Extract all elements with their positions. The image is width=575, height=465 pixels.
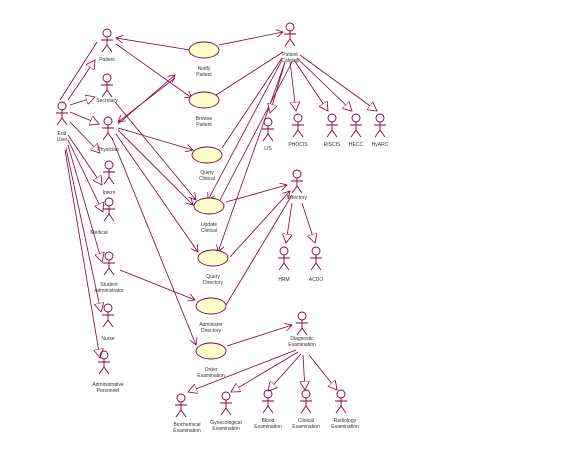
svg-text:HyARC: HyARC <box>372 142 389 148</box>
svg-text:PHOCIS: PHOCIS <box>288 142 308 148</box>
actor-physician[interactable]: Physician <box>97 116 119 153</box>
actor-acdo[interactable]: ACDO <box>309 246 324 283</box>
actor-nurse[interactable]: Nurse <box>101 303 115 342</box>
actor-directory[interactable]: Directory <box>287 169 308 201</box>
svg-text:Medical: Medical <box>90 230 107 236</box>
svg-text:Nurse: Nurse <box>101 336 115 342</box>
actor-patient[interactable]: Patient <box>99 28 115 63</box>
svg-text:Patient: Patient <box>99 57 115 63</box>
actor-secretary[interactable]: Secretary <box>96 73 118 104</box>
actor-medical[interactable]: Medical <box>90 197 115 236</box>
associations <box>59 32 377 392</box>
actor-riscis[interactable]: RISCIS <box>324 113 341 148</box>
svg-text:Secretary: Secretary <box>96 98 118 104</box>
svg-text:ACDO: ACDO <box>309 277 324 283</box>
svg-text:Physician: Physician <box>97 147 119 153</box>
svg-text:HECC: HECC <box>349 142 364 148</box>
actor-hyarc[interactable]: HyARC <box>372 113 389 148</box>
svg-text:Directory: Directory <box>287 195 308 201</box>
svg-text:HRM: HRM <box>278 277 289 283</box>
actor-intern[interactable]: Intern <box>103 160 116 196</box>
actor-lis[interactable]: LIS <box>262 117 274 152</box>
svg-text:Intern: Intern <box>103 190 116 196</box>
actor-phocis[interactable]: PHOCIS <box>288 113 308 148</box>
actor-hecc[interactable]: HECC <box>349 113 364 148</box>
svg-text:LIS: LIS <box>264 146 272 152</box>
actor-hrm[interactable]: HRM <box>278 246 290 283</box>
svg-text:RISCIS: RISCIS <box>324 142 341 148</box>
